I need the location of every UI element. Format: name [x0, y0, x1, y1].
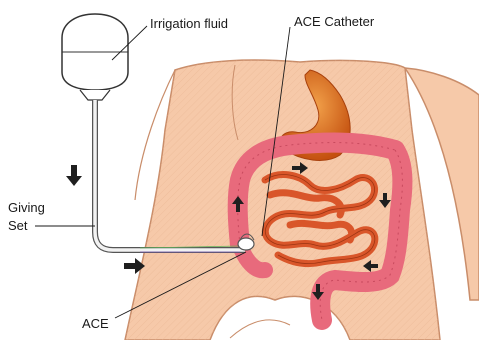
label-giving-set-line2: Set: [8, 218, 28, 233]
label-ace: ACE: [82, 316, 109, 331]
label-giving-set-line1: Giving: [8, 200, 45, 215]
body-torso: [125, 60, 479, 340]
label-ace-catheter: ACE Catheter: [294, 14, 375, 29]
label-irrigation-fluid: Irrigation fluid: [150, 16, 228, 31]
arrow-icon: [66, 165, 82, 186]
irrigation-bag: [62, 14, 128, 100]
